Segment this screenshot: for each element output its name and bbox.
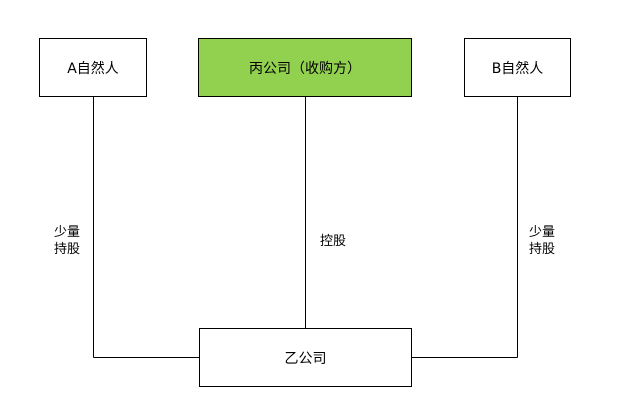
node-a-person-label: A自然人: [67, 60, 119, 77]
node-bing-company-label: 丙公司（收购方）: [249, 60, 361, 77]
node-a-person: A自然人: [39, 38, 147, 97]
node-b-person-label: B自然人: [491, 60, 544, 77]
node-yi-company-label: 乙公司: [284, 350, 327, 367]
edge-label-right-minority-stake: 少量 持股: [528, 225, 555, 257]
node-bing-company-acquirer: 丙公司（收购方）: [198, 38, 412, 97]
edge-label-left-minority-stake: 少量 持股: [53, 225, 80, 257]
node-yi-company: 乙公司: [199, 328, 412, 387]
node-b-person: B自然人: [464, 38, 571, 97]
edge-label-middle-controlling: 控股: [319, 234, 346, 249]
